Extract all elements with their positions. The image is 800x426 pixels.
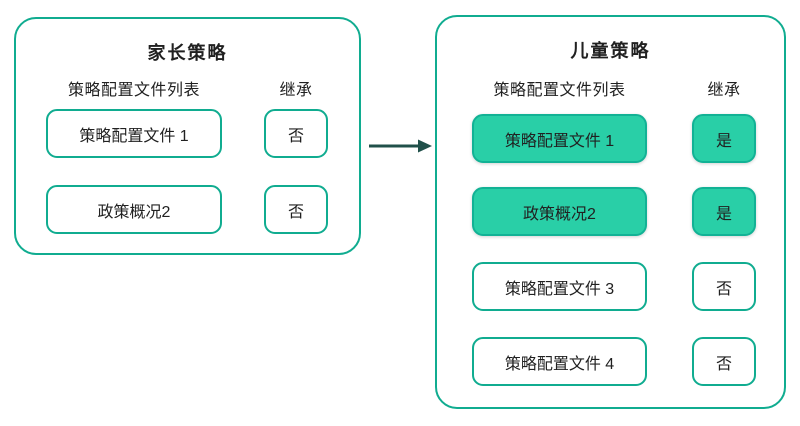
- policy-profile-box: 策略配置文件 4: [472, 337, 647, 386]
- policy-profile-box-inherited: 策略配置文件 1: [472, 114, 647, 163]
- policy-profile-box: 政策概况2: [46, 185, 222, 234]
- child-panel-title: 儿童策略: [570, 41, 651, 61]
- inherit-value-box-inherited: 是: [692, 114, 756, 163]
- inherit-value-box: 否: [692, 337, 756, 386]
- parent-policy-panel: 家长策略 策略配置文件列表 继承 策略配置文件 1 否 政策概况2 否: [14, 17, 361, 255]
- policy-profile-box: 策略配置文件 3: [472, 262, 647, 311]
- inherit-value-box: 否: [264, 185, 328, 234]
- child-policy-panel: 儿童策略 策略配置文件列表 继承 策略配置文件 1 是 政策概况2 是 策略配置…: [435, 15, 786, 409]
- parent-inherit-header: 继承: [279, 82, 313, 99]
- parent-profile-list-header: 策略配置文件列表: [67, 82, 200, 99]
- inherit-value-box-inherited: 是: [692, 187, 756, 236]
- child-profile-list-header: 策略配置文件列表: [493, 82, 626, 99]
- inherit-value-box: 否: [692, 262, 756, 311]
- inherit-value-box: 否: [264, 109, 328, 158]
- parent-panel-title: 家长策略: [147, 43, 228, 63]
- policy-profile-box: 策略配置文件 1: [46, 109, 222, 158]
- policy-profile-box-inherited: 政策概况2: [472, 187, 647, 236]
- child-inherit-header: 继承: [707, 82, 741, 99]
- arrow-right-icon: [369, 139, 432, 153]
